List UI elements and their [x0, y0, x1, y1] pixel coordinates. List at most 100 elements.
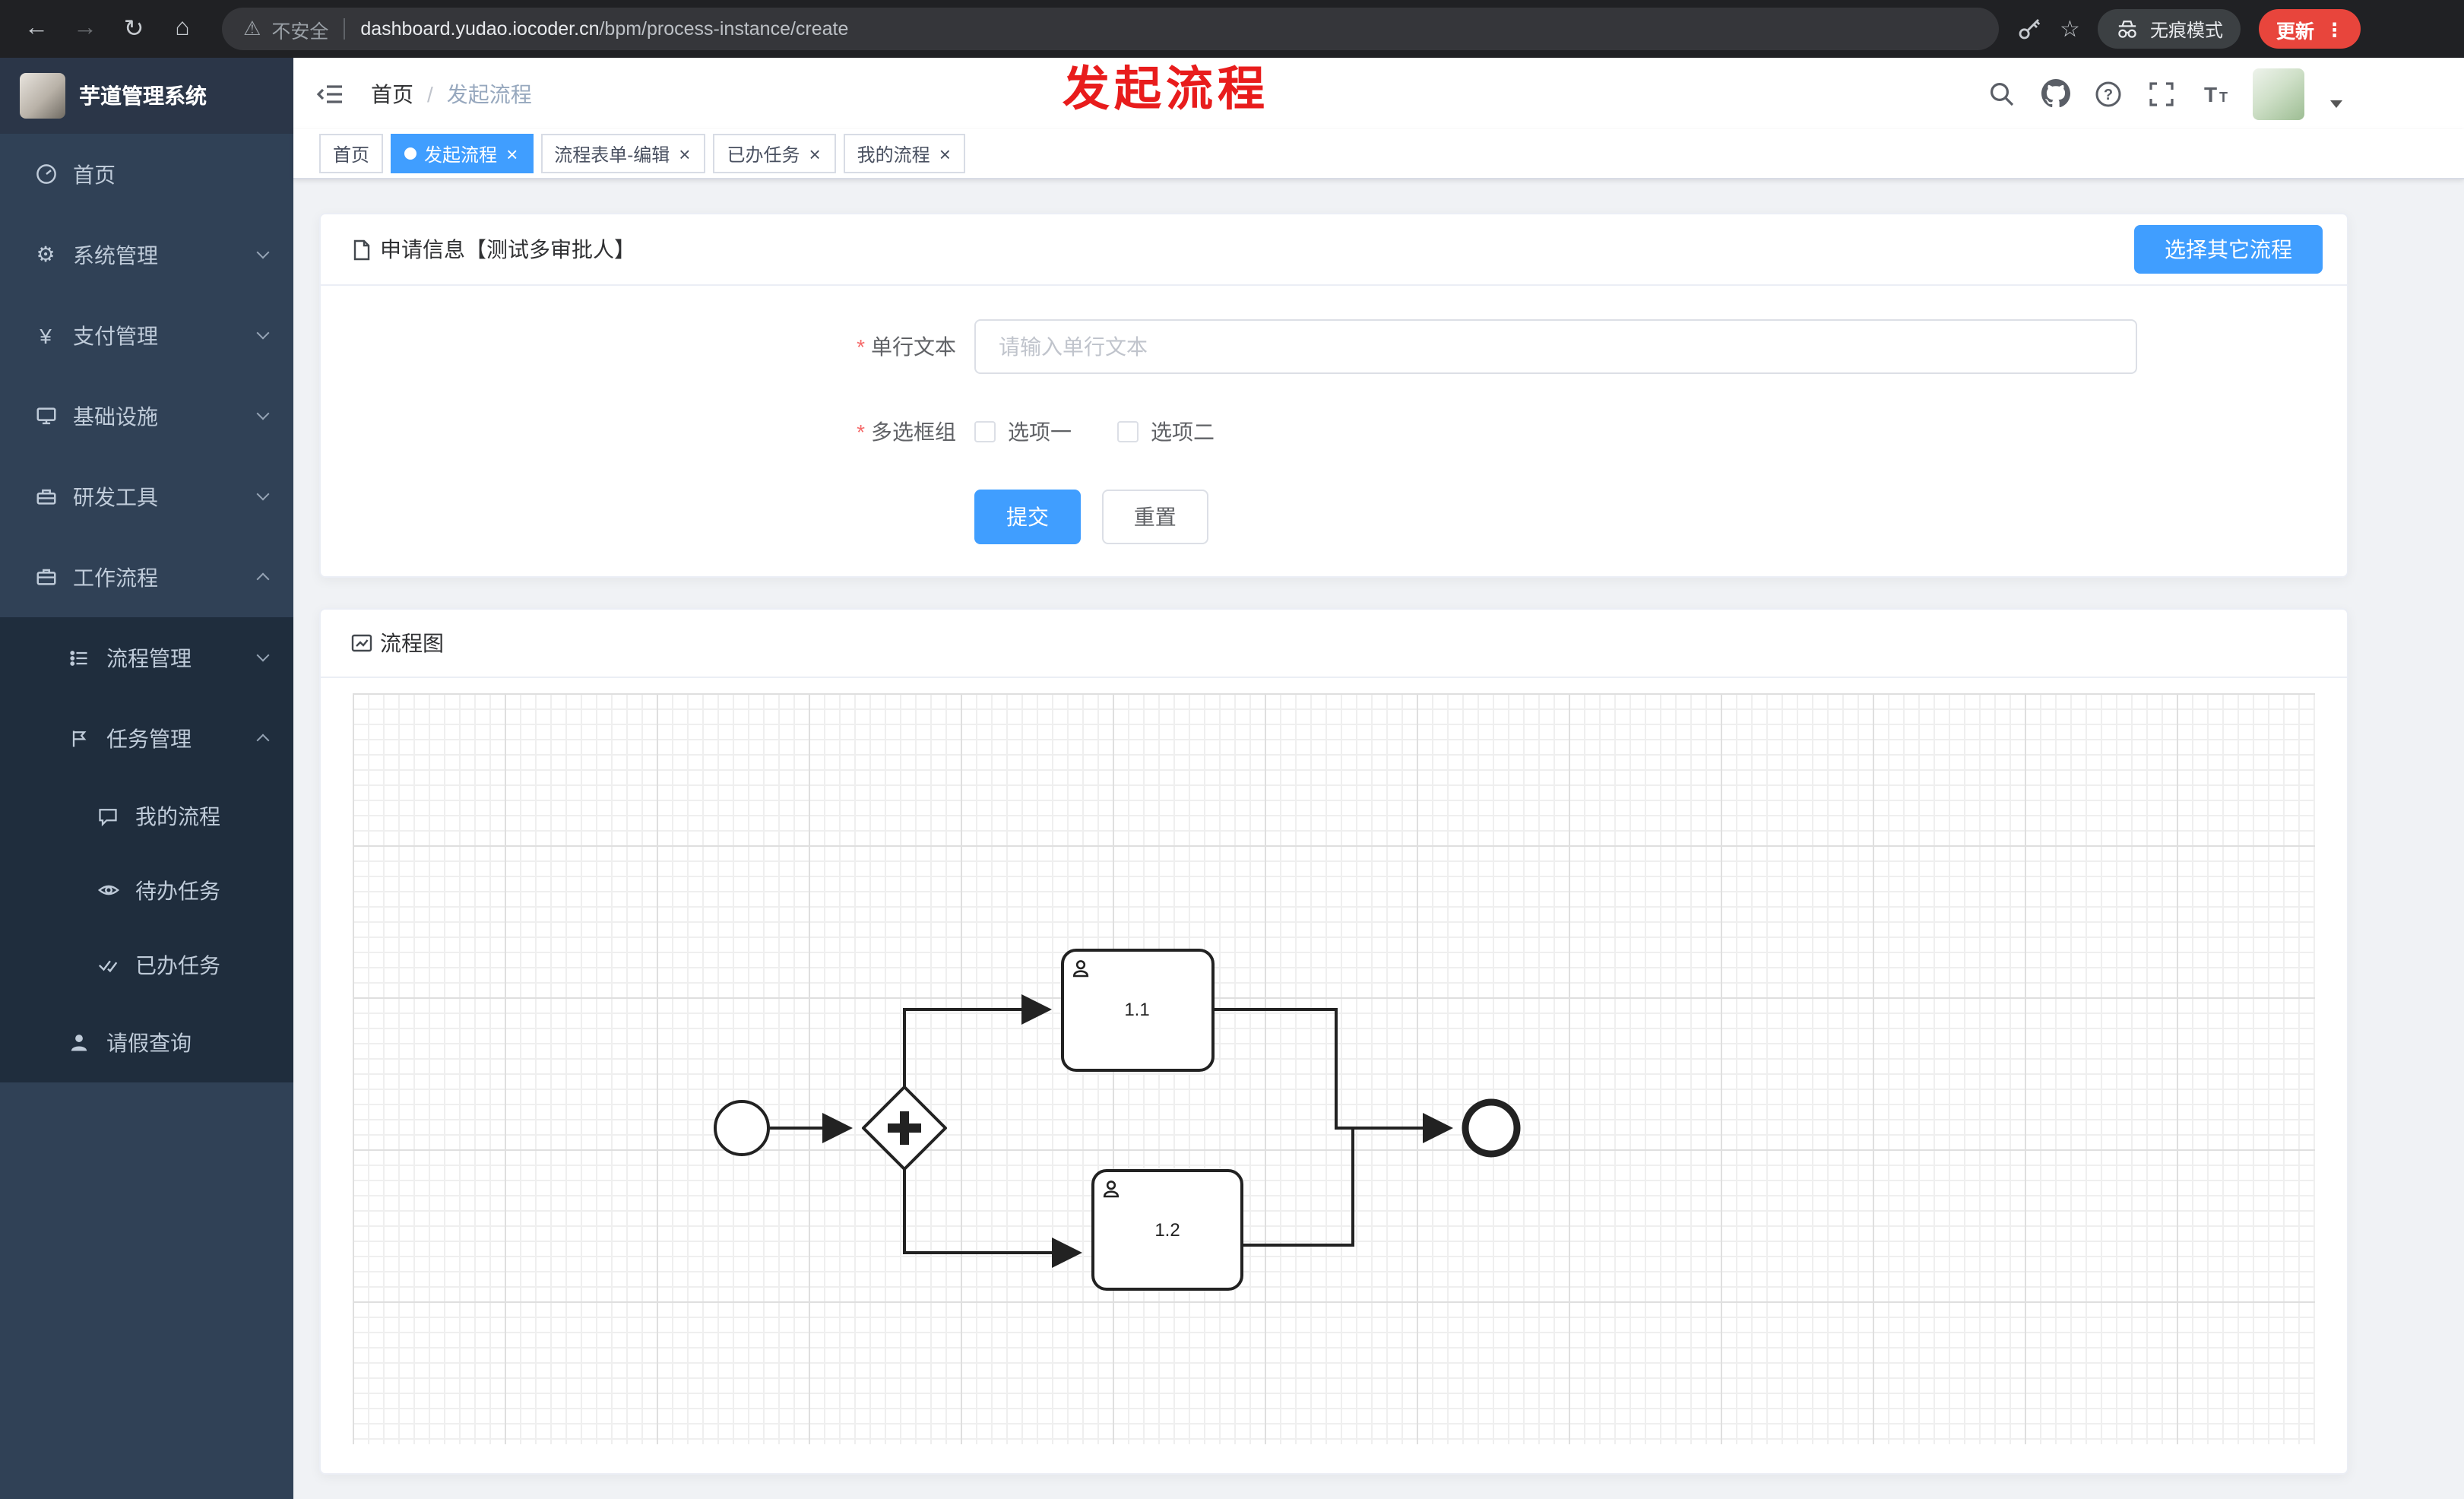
- sidebar-item-workflow[interactable]: 工作流程: [0, 537, 293, 617]
- not-secure-warning-icon: ⚠: [243, 17, 261, 40]
- bookmark-star-icon[interactable]: ☆: [2060, 17, 2080, 43]
- sidebar-item-done-tasks[interactable]: 已办任务: [0, 927, 293, 1002]
- single-line-text-label: *单行文本: [857, 334, 956, 359]
- sidebar-item-infrastructure[interactable]: 基础设施: [0, 376, 293, 456]
- document-icon: [351, 238, 372, 261]
- reset-button[interactable]: 重置: [1101, 490, 1208, 544]
- bpmn-flow-task1-to-end: [1213, 1008, 1453, 1143]
- key-icon[interactable]: [2017, 17, 2041, 41]
- browser-update-button[interactable]: 更新 ⋮: [2259, 9, 2361, 49]
- refresh-icon[interactable]: ↻: [123, 17, 144, 43]
- submit-button[interactable]: 提交: [974, 490, 1081, 544]
- process-diagram-body: 1.1 1.2: [321, 678, 2347, 1473]
- apply-info-card-header: 申请信息【测试多审批人】 选择其它流程: [321, 214, 2347, 286]
- user-task-icon: [1103, 1181, 1120, 1198]
- sidebar-item-payment-mgmt[interactable]: ¥ 支付管理: [0, 295, 293, 376]
- navbar-actions: ? T T: [1987, 68, 2342, 119]
- tab-done-tasks[interactable]: 已办任务 ×: [713, 134, 836, 173]
- double-check-icon: [96, 952, 120, 977]
- close-icon[interactable]: ×: [939, 142, 951, 165]
- page-content: 申请信息【测试多审批人】 选择其它流程 *单行文本 *多选框组: [293, 179, 2464, 1499]
- tab-start-process[interactable]: 发起流程 ×: [391, 134, 534, 173]
- sidebar-item-system-mgmt[interactable]: ⚙ 系统管理: [0, 214, 293, 295]
- checkbox-box[interactable]: [1117, 421, 1139, 442]
- breadcrumb-home[interactable]: 首页: [371, 81, 413, 106]
- sidebar: 芋道管理系统 首页 ⚙ 系统管理 ¥ 支付管理: [0, 58, 293, 1499]
- choose-other-process-button[interactable]: 选择其它流程: [2134, 225, 2323, 274]
- sidebar-item-todo-tasks[interactable]: 待办任务: [0, 853, 293, 927]
- user-avatar[interactable]: [2253, 68, 2304, 119]
- browser-menu-icon[interactable]: ⋮: [2325, 19, 2344, 40]
- breadcrumb-separator: /: [427, 81, 433, 106]
- tab-home[interactable]: 首页: [319, 134, 384, 173]
- svg-text:T: T: [2219, 89, 2227, 104]
- chevron-down-icon: [256, 487, 270, 501]
- bpmn-end-event[interactable]: [1462, 1098, 1521, 1158]
- close-icon[interactable]: ×: [679, 142, 691, 165]
- checkbox-group-label: *多选框组: [857, 420, 956, 444]
- active-tab-dot: [404, 147, 417, 160]
- chevron-down-icon: [256, 246, 270, 259]
- checkbox-group: 选项一 选项二: [974, 404, 1215, 459]
- checkbox-option-2[interactable]: 选项二: [1117, 417, 1215, 447]
- toolbox-icon: [33, 484, 58, 509]
- app-logo-bar[interactable]: 芋道管理系统: [0, 58, 293, 134]
- task1-label: 1.1: [1124, 1000, 1149, 1020]
- dashboard-icon: [33, 162, 58, 186]
- workflow-submenu: 流程管理 任务管理: [0, 617, 293, 1082]
- fullscreen-icon[interactable]: [2146, 78, 2177, 109]
- single-line-text-input[interactable]: [974, 319, 2137, 374]
- back-icon[interactable]: ←: [24, 15, 49, 41]
- address-bar[interactable]: ⚠ 不安全 dashboard.yudao.iocoder.cn/bpm/pro…: [222, 8, 2000, 50]
- chevron-down-icon: [256, 407, 270, 420]
- svg-text:T: T: [2203, 82, 2216, 106]
- list-icon: [67, 645, 91, 670]
- checkbox-option-1[interactable]: 选项一: [974, 417, 1072, 447]
- bpmn-flow-gateway-to-task1: [903, 994, 1052, 1087]
- sidebar-item-task-mgmt[interactable]: 任务管理: [0, 698, 293, 778]
- tab-my-processes[interactable]: 我的流程 ×: [843, 134, 966, 173]
- checkbox-box[interactable]: [974, 421, 996, 442]
- incognito-label: 无痕模式: [2149, 19, 2223, 40]
- sidebar-item-leave-query[interactable]: 请假查询: [0, 1002, 293, 1082]
- sidebar-item-dev-tools[interactable]: 研发工具: [0, 456, 293, 537]
- breadcrumb: 首页 / 发起流程: [371, 78, 532, 109]
- font-size-icon[interactable]: T T: [2200, 78, 2230, 109]
- tags-view: 首页 发起流程 × 流程表单-编辑 × 已办任务 × 我的流程 ×: [293, 129, 2464, 179]
- bpmn-start-event[interactable]: [714, 1100, 770, 1156]
- help-icon[interactable]: ?: [2093, 78, 2124, 109]
- person-icon: [67, 1030, 91, 1054]
- app-title: 芋道管理系统: [79, 84, 207, 108]
- close-icon[interactable]: ×: [809, 142, 821, 165]
- forward-icon[interactable]: →: [73, 15, 97, 41]
- not-secure-label: 不安全: [271, 21, 329, 42]
- monitor-icon: [33, 404, 58, 428]
- chevron-down-icon[interactable]: [2330, 100, 2342, 107]
- task2-label: 1.2: [1154, 1220, 1180, 1241]
- sidebar-item-my-processes[interactable]: 我的流程: [0, 778, 293, 853]
- chevron-down-icon: [256, 648, 270, 662]
- chevron-up-icon: [256, 572, 270, 586]
- bpmn-flow-task2-to-end: [1242, 1130, 1354, 1247]
- incognito-icon: [2119, 20, 2137, 37]
- chat-bubble-icon: [96, 803, 120, 828]
- close-icon[interactable]: ×: [506, 142, 518, 165]
- top-navbar: 首页 / 发起流程: [293, 58, 2464, 129]
- search-icon[interactable]: [1987, 78, 2017, 109]
- briefcase-icon: [33, 565, 58, 589]
- sidebar-item-process-mgmt[interactable]: 流程管理: [0, 617, 293, 698]
- github-icon[interactable]: [2040, 78, 2070, 109]
- home-icon[interactable]: ⌂: [175, 15, 190, 41]
- bpmn-canvas[interactable]: 1.1 1.2: [353, 693, 2315, 1444]
- sidebar-fold-icon[interactable]: [316, 78, 347, 109]
- bpmn-user-task-1[interactable]: 1.1: [1061, 949, 1215, 1072]
- address-divider: [344, 18, 346, 40]
- sidebar-item-home[interactable]: 首页: [0, 134, 293, 214]
- bpmn-parallel-gateway[interactable]: [862, 1085, 947, 1171]
- tab-process-form-edit[interactable]: 流程表单-编辑 ×: [540, 134, 706, 173]
- user-task-icon: [1072, 960, 1089, 978]
- chevron-down-icon: [256, 326, 270, 340]
- bpmn-user-task-2[interactable]: 1.2: [1091, 1169, 1243, 1291]
- svg-text:?: ?: [2104, 86, 2113, 103]
